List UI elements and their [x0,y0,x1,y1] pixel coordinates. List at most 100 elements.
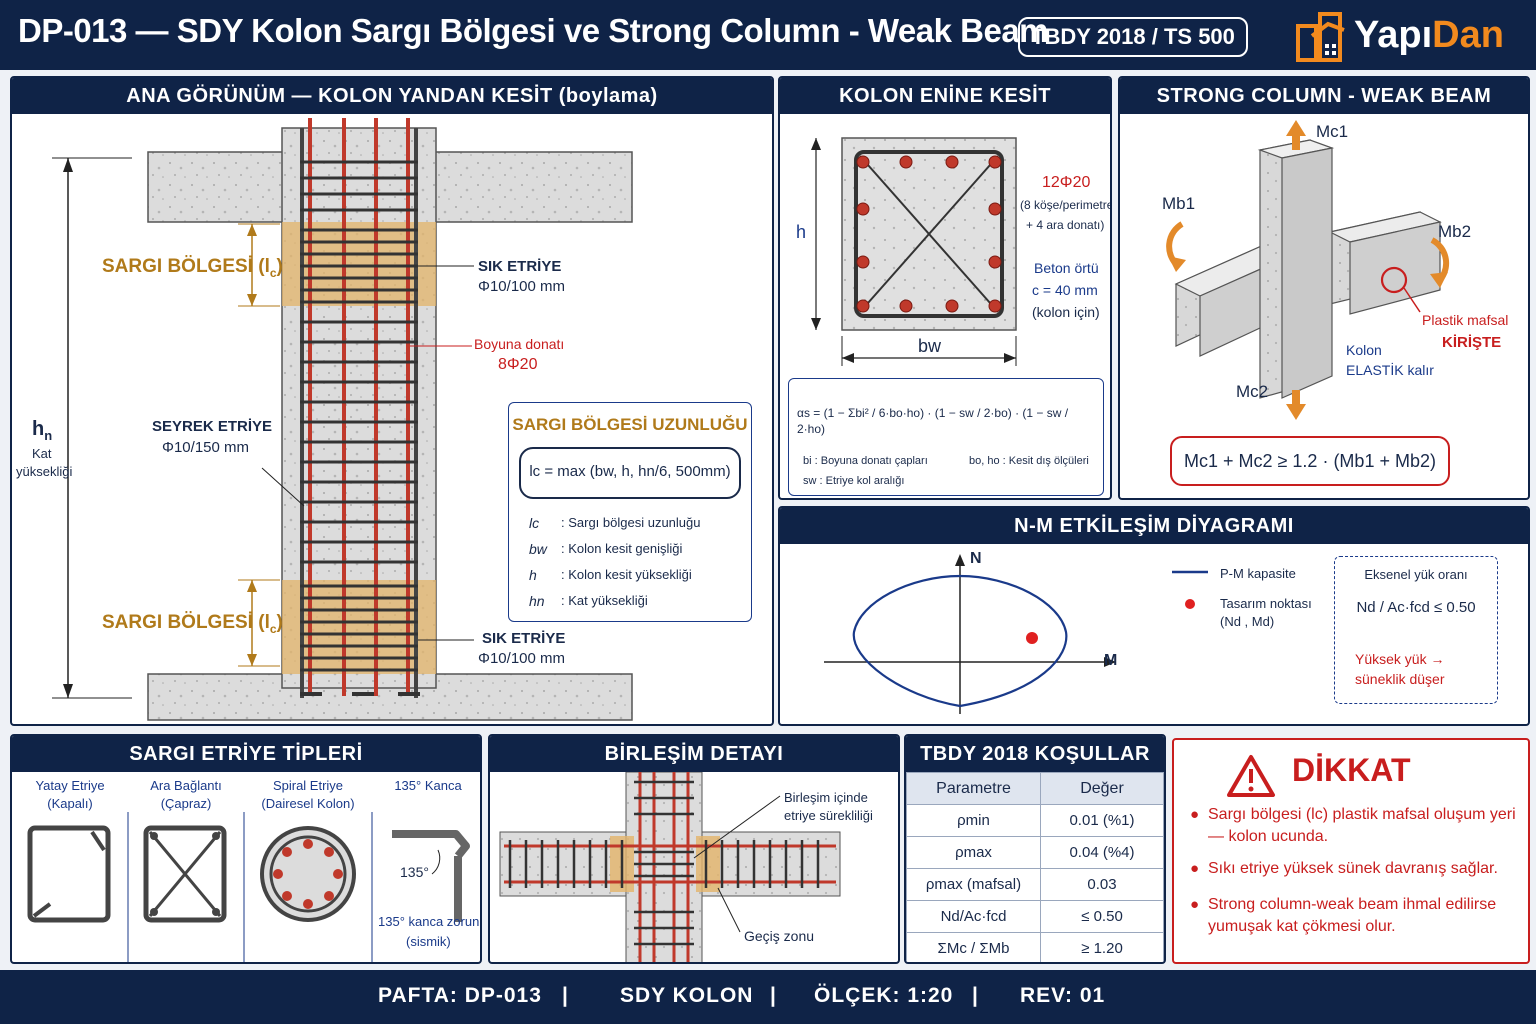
col-header-param: Parametre [906,772,1041,805]
cs-cover3: (kolon için) [1032,304,1100,320]
warning-triangle-icon [1227,755,1275,797]
dense-stirrup-top-spec: Φ10/100 mm [478,278,566,295]
stirrup-types-drawing [27,812,470,962]
column-cross-section-drawing [811,137,1017,366]
param-cell: ρmin [906,804,1041,837]
zone-bottom-text: SARGI BÖLGESİ (l [102,612,270,633]
warning-panel: DİKKAT ● Sargı bölgesi (lc) plastik mafs… [1172,738,1530,964]
cs-bars-note1: (8 köşe/perimetre [1020,198,1112,212]
alpha-def2: bo, ho : Kesit dış ölçüleri [969,455,1089,467]
def-sym-lc: lc [529,515,540,531]
m-axis-label: M [1104,652,1118,669]
alpha-formula: αs = (1 − Σbi² / 6·bo·ho) · (1 − sw / 2·… [797,406,1069,436]
hn-label: hn [32,418,52,443]
alpha-formula-box: αs = (1 − Σbi² / 6·bo·ho) · (1 − sw / 2·… [788,378,1104,496]
warning-bullet-icon: ● [1190,806,1200,823]
confinement-zone-top-label: SARGI BÖLGESİ (lc) [102,256,283,280]
mb1-label: Mb1 [1162,194,1196,213]
zone-bottom-subscript: c [269,621,277,636]
title-block-footer: PAFTA: DP-013 | SDY KOLON | ÖLÇEK: 1:20 … [0,970,1536,1024]
cross-section-heading: KOLON ENİNE KESİT [780,78,1110,114]
joint-detail-panel: BİRLEŞİM DETAYI [488,734,900,964]
joint-note1: Birleşim içinde [784,790,868,805]
zone-top-subscript: c [269,265,277,280]
building-logo-icon [1296,12,1345,62]
table-row: ΣMc / ΣMb≥ 1.20 [906,932,1164,962]
param-cell: ΣMc / ΣMb [906,932,1041,962]
legend-design-point: Tasarım noktası [1220,596,1312,611]
sparse-stirrup-spec: Φ10/150 mm [162,439,250,456]
plastic-hinge-label1: Plastik mafsal [1422,312,1509,328]
cs-bw-label: bw [918,336,942,356]
scwb-panel: STRONG COLUMN - WEAK BEAM [1118,76,1530,500]
nm-diagram-panel: N-M ETKİLEŞİM DİYAGRAMI N M P-M kapasite… [778,506,1530,726]
ratio-warning2: süneklik düşer [1355,671,1445,687]
transition-zone-label: Geçiş zonu [744,928,815,944]
cs-cover2: c = 40 mm [1032,282,1098,298]
stirrup-type1-l2: (Kapalı) [47,796,93,811]
stirrup-type4-l1: 135° Kanca [394,778,462,793]
column-label2: ELASTİK kalır [1346,362,1434,378]
confinement-box-title: SARGI BÖLGESİ UZUNLUĞU [512,415,748,434]
footer-separator: | [972,984,979,1007]
hook-note1: 135° kanca zorunlu [378,914,482,929]
table-header-row: Parametre Değer [906,772,1164,805]
column-label1: Kolon [1346,342,1382,358]
zone-top-text: SARGI BÖLGESİ (l [102,256,270,277]
def-sym-bw: bw [529,541,547,557]
hn-desc-line1: Kat [32,446,52,461]
stirrup-type3-l1: Spiral Etriye [272,778,344,793]
stirrup-type2-l1: Ara Bağlantı [150,778,222,793]
joint-detail-heading: BİRLEŞİM DETAYI [490,736,898,772]
dense-stirrup-bottom-title: SIK ETRİYE [482,630,566,647]
cross-section-panel: KOLON ENİNE KESİT h [778,76,1112,500]
longitudinal-bar-title: Boyuna donatı [474,336,565,352]
ratio-title: Eksenel yük oranı [1364,567,1468,582]
nm-legend-symbols [1172,570,1208,609]
title-bar: DP-013 — SDY Kolon Sargı Bölgesi ve Stro… [0,0,1536,70]
axial-load-ratio-box: Eksenel yük oranı Nd / Ac·fcd ≤ 0.50 Yük… [1334,556,1498,704]
def-desc-bw: : Kolon kesit genişliği [561,541,683,556]
logo-main-text: Yapı [1354,14,1433,56]
beam-column-joint-3d-drawing [1166,120,1450,420]
hook-note2: (sismik) [406,934,451,949]
nm-heading: N-M ETKİLEŞİM DİYAGRAMI [780,508,1528,544]
sheet-number: PAFTA: DP-013 [378,984,542,1007]
hn-desc-line2: yüksekliği [16,464,73,479]
joint-note2: etriye sürekliliği [784,808,873,823]
standard-badge: TBDY 2018 / TS 500 [1018,17,1248,57]
dense-stirrup-bottom-spec: Φ10/100 mm [478,650,566,667]
def-desc-lc: : Sargı bölgesi uzunluğu [561,515,701,530]
page-title: DP-013 — SDY Kolon Sargı Bölgesi ve Stro… [18,12,1049,49]
warning-title: DİKKAT [1292,752,1411,788]
company-logo: YapıDan [1292,6,1522,64]
scwb-formula: Mc1 + Mc2 ≥ 1.2 · (Mb1 + Mb2) [1184,451,1436,471]
mc2-label: Mc2 [1236,382,1269,401]
def-sym-h: h [529,567,537,583]
col-header-value: Değer [1040,772,1164,805]
hn-symbol: h [32,418,45,440]
n-axis-label: N [970,550,982,567]
legend-design-point-coords: (Nd , Md) [1220,614,1275,629]
sparse-stirrup-title: SEYREK ETRİYE [152,418,273,435]
legend-pm-capacity: P-M kapasite [1220,566,1296,581]
table-row: Nd/Ac·fcd≤ 0.50 [906,900,1164,933]
scwb-heading: STRONG COLUMN - WEAK BEAM [1120,78,1528,114]
value-cell: 0.04 (%4) [1040,836,1164,869]
plastic-hinge-label2: KİRİŞTE [1442,334,1502,351]
value-cell: ≤ 0.50 [1040,900,1164,933]
alpha-def3: sw : Etriye kol aralığı [803,475,905,487]
drawing-scale: ÖLÇEK: 1:20 [814,984,954,1007]
drawing-name: SDY KOLON [620,984,754,1007]
value-cell: ≥ 1.20 [1040,932,1164,962]
hook-angle-label: 135° [400,864,429,880]
revision: REV: 01 [1020,984,1106,1007]
def-sym-hn: hn [529,593,545,609]
def-desc-hn: : Kat yüksekliği [561,593,648,608]
footer-separator: | [562,984,569,1007]
logo-accent-text: Dan [1432,14,1504,56]
cs-h-label: h [796,222,807,242]
confinement-formula: lc = max (bw, h, hn/6, 500mm) [529,463,731,480]
